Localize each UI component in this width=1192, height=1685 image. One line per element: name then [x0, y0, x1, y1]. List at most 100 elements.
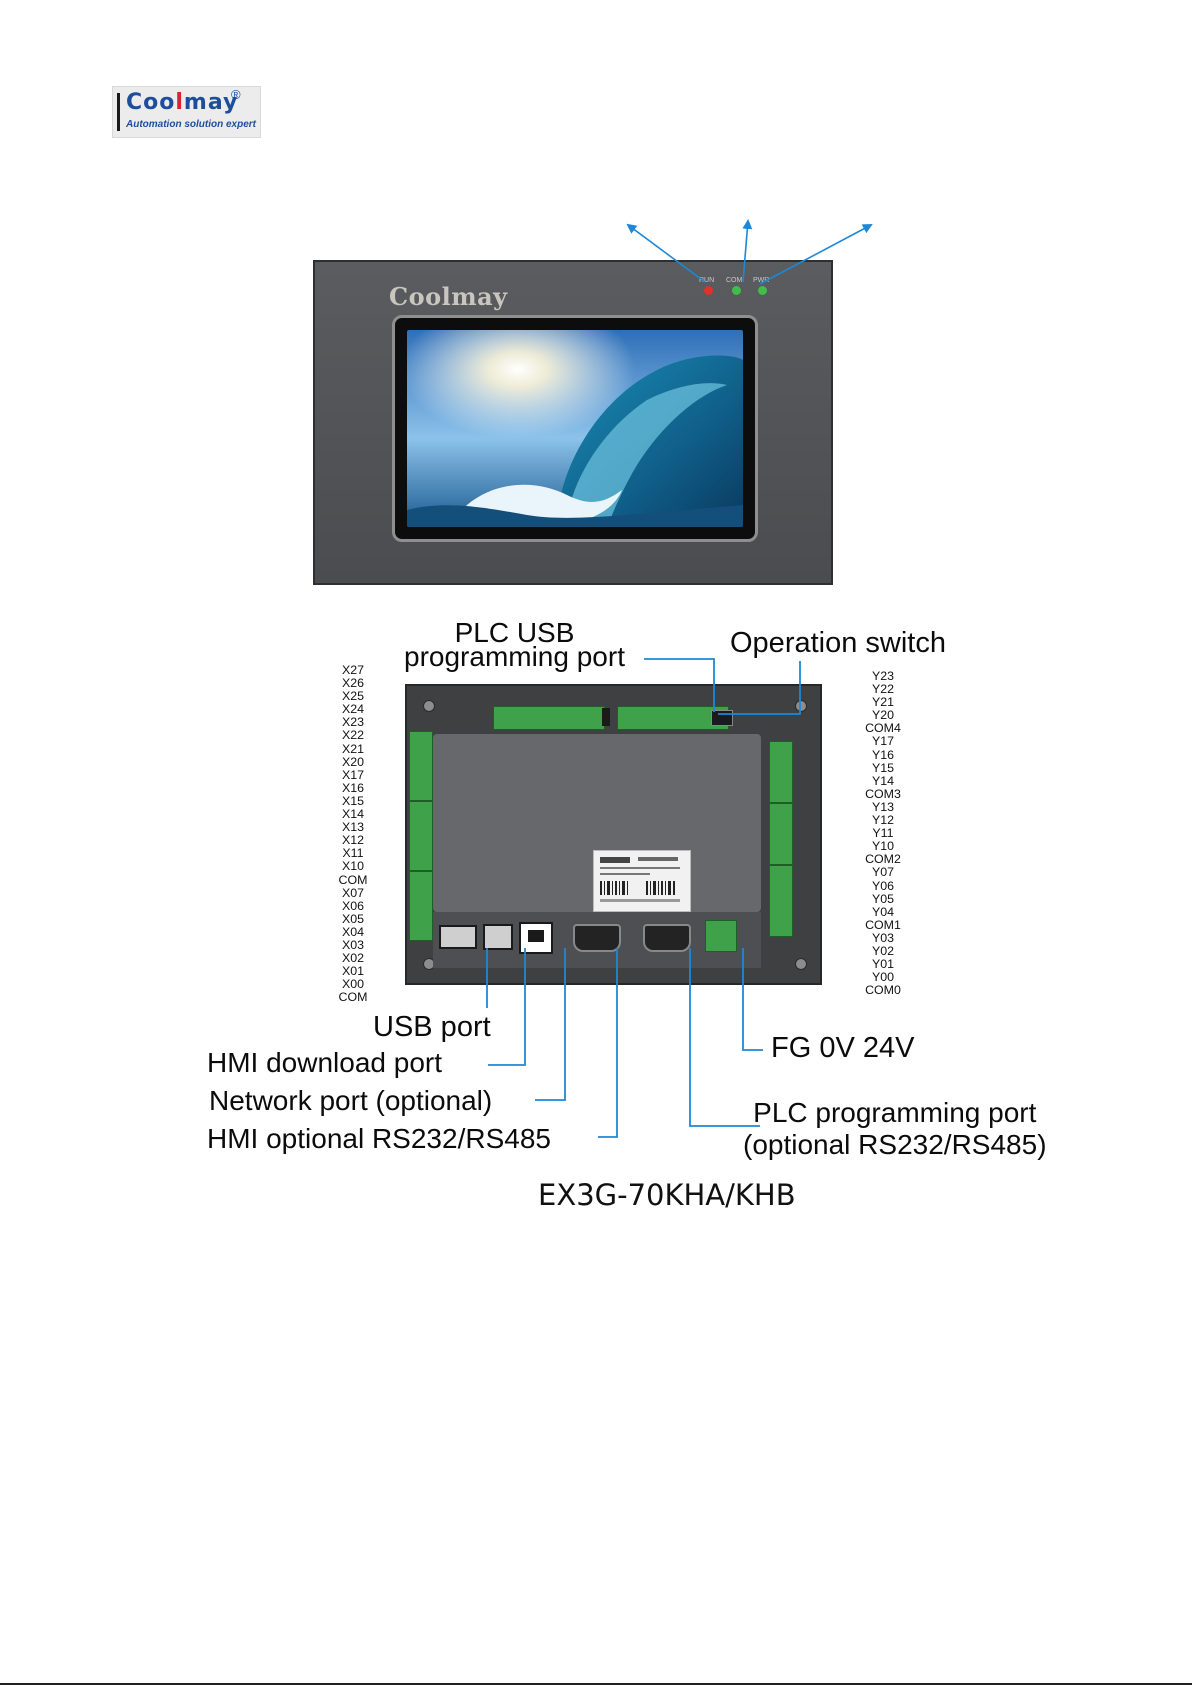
pin-label: Y06 [871, 878, 895, 893]
pin-label: Y03 [871, 930, 895, 945]
callout-line-1: PLC USB [454, 617, 575, 648]
hmi-download-port-callout: HMI download port [207, 1047, 443, 1078]
pin-label: Y11 [872, 826, 894, 841]
logo-name-part-a: Coo [126, 90, 176, 115]
pin-label: X16 [341, 780, 365, 795]
plc-programming-port-callout: PLC programming port (optional RS232/RS4… [743, 1097, 1047, 1161]
pin-label: Y12 [871, 813, 895, 828]
pin-label: Y04 [871, 904, 895, 919]
pin-label: X26 [341, 676, 365, 691]
pin-label: Y23 [871, 669, 895, 683]
model-caption: EX3G-70KHA/KHB [538, 1178, 796, 1212]
logo-name-part-b: l [175, 90, 184, 115]
led-com [732, 286, 741, 295]
terminal-block-left-1 [409, 731, 433, 801]
pin-label: COM4 [865, 721, 901, 736]
logo-tagline: Automation solution expert [126, 119, 256, 130]
pin-label: Y17 [871, 734, 895, 749]
pin-label: Y20 [871, 708, 895, 723]
pin-label: X14 [341, 807, 365, 822]
wave-wallpaper-image [407, 330, 743, 527]
pin-label: X25 [341, 689, 365, 704]
pin-label: X24 [341, 702, 365, 717]
terminal-block-right-2 [769, 803, 793, 865]
hmi-download-port[interactable] [483, 924, 513, 950]
pin-label: COM2 [865, 852, 901, 867]
plc-usb-programming-port[interactable] [602, 708, 610, 726]
callout-line-2: (optional RS232/RS485) [743, 1129, 1047, 1160]
pin-label: X17 [341, 767, 365, 782]
pin-label: Y14 [871, 773, 895, 788]
pin-label: X01 [341, 964, 365, 979]
pin-label: Y05 [871, 891, 895, 906]
terminal-block-right-3 [769, 865, 793, 937]
pin-label: COM3 [865, 786, 901, 801]
pin-label: COM [338, 990, 368, 1005]
pin-label: Y00 [871, 970, 895, 985]
hmi-serial-port[interactable] [573, 924, 621, 952]
operation-switch-callout: Operation switch [730, 627, 946, 659]
pin-label: Y21 [871, 695, 895, 710]
pin-label: Y16 [871, 747, 895, 762]
led-label-pwr: PWR [753, 277, 770, 284]
screw [795, 700, 807, 712]
usb-port[interactable] [439, 925, 477, 949]
pin-label: X23 [341, 715, 365, 730]
pin-label: Y15 [871, 760, 895, 775]
pin-label: X03 [341, 937, 365, 952]
screw [795, 958, 807, 970]
rear-cover [433, 734, 761, 912]
led-run [704, 286, 713, 295]
plc-programming-serial-port[interactable] [643, 924, 691, 952]
front-brand: Coolmay [389, 282, 508, 311]
pin-label: Y07 [871, 865, 895, 880]
touch-screen [407, 330, 743, 527]
pin-label: Y10 [871, 839, 895, 854]
pin-label: Y13 [871, 799, 895, 814]
callout-line-1: PLC programming port [753, 1097, 1037, 1128]
registered-mark: ® [231, 87, 241, 102]
hmi-rs232-rs485-callout: HMI optional RS232/RS485 [207, 1123, 551, 1154]
power-terminal [705, 920, 737, 952]
coolmay-logo: Coolmay ® Automation solution expert [112, 86, 261, 138]
usb-port-callout: USB port [373, 1011, 491, 1043]
plc-usb-programming-port-callout: PLC USB programming port [404, 617, 625, 672]
operation-switch[interactable] [711, 710, 733, 726]
plc-back-panel [405, 684, 822, 985]
pin-label: X12 [341, 833, 365, 848]
logo-name: Coolmay [126, 90, 238, 115]
pin-label: X27 [341, 663, 365, 677]
port-strip [433, 912, 761, 968]
terminal-block-right-1 [769, 741, 793, 803]
logo-bar [117, 93, 120, 131]
pin-label: Y02 [871, 943, 895, 958]
product-sticker-barcode [600, 857, 680, 902]
logo-name-part-c: may [183, 90, 239, 115]
pin-label: X00 [341, 977, 365, 992]
pin-label: X02 [341, 951, 365, 966]
pin-label: X22 [341, 728, 365, 743]
pin-label: X15 [341, 793, 365, 808]
network-port[interactable] [519, 922, 553, 954]
led-label-com: COM [726, 277, 743, 284]
pin-label: Y22 [871, 682, 895, 697]
pin-label: COM0 [865, 983, 901, 998]
pin-label: Y01 [871, 957, 895, 972]
callout-line-2: programming port [404, 641, 625, 672]
pin-label: X05 [341, 911, 365, 926]
screen-bezel [392, 315, 758, 542]
pin-label: X07 [341, 885, 365, 900]
screw [423, 700, 435, 712]
rj45-jack [528, 930, 544, 942]
pin-label: X06 [341, 898, 365, 913]
hmi-front-panel: Coolmay RUN COM PWR [313, 260, 833, 585]
terminal-block-top-left [493, 706, 605, 730]
pin-label: X13 [341, 820, 365, 835]
led-pwr [758, 286, 767, 295]
led-label-run: RUN [699, 277, 715, 284]
product-sticker [593, 850, 691, 912]
network-port-callout: Network port (optional) [209, 1085, 493, 1116]
terminal-block-left-3 [409, 871, 433, 941]
